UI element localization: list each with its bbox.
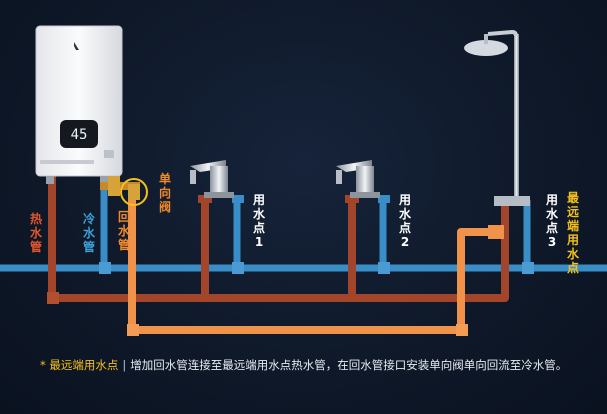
hot-pipes [48,175,509,302]
label-cold-pipe: 冷水管 [82,212,95,254]
caption-separator: | [122,358,127,372]
caption-text: 增加回水管连接至最远端用水点热水管，在回水管接口安装单向阀单向回流至冷水管。 [130,358,568,372]
heater-display: 45 [70,127,88,143]
label-hot-pipe: 热水管 [29,212,42,254]
shower-icon [464,29,530,206]
water-heater [35,25,123,184]
label-farthest-point: 最远端用水点 [566,191,579,275]
label-point-1: 用水点1 [252,193,265,249]
label-check-valve: 单向阀 [158,172,171,214]
caption: * 最远端用水点|增加回水管连接至最远端用水点热水管，在回水管接口安装单向阀单向… [40,356,600,374]
label-point-2: 用水点2 [398,193,411,249]
faucet-icon-1 [190,160,234,198]
caption-highlight: * 最远端用水点 [40,358,119,372]
check-valve-icon [100,176,148,206]
label-point-3: 用水点3 [545,193,558,249]
pipe-fittings [47,195,534,336]
label-return-pipe: 回水管 [117,210,130,252]
return-pipe [128,188,496,334]
faucet-icon-2 [336,160,380,198]
cold-risers [100,175,531,268]
